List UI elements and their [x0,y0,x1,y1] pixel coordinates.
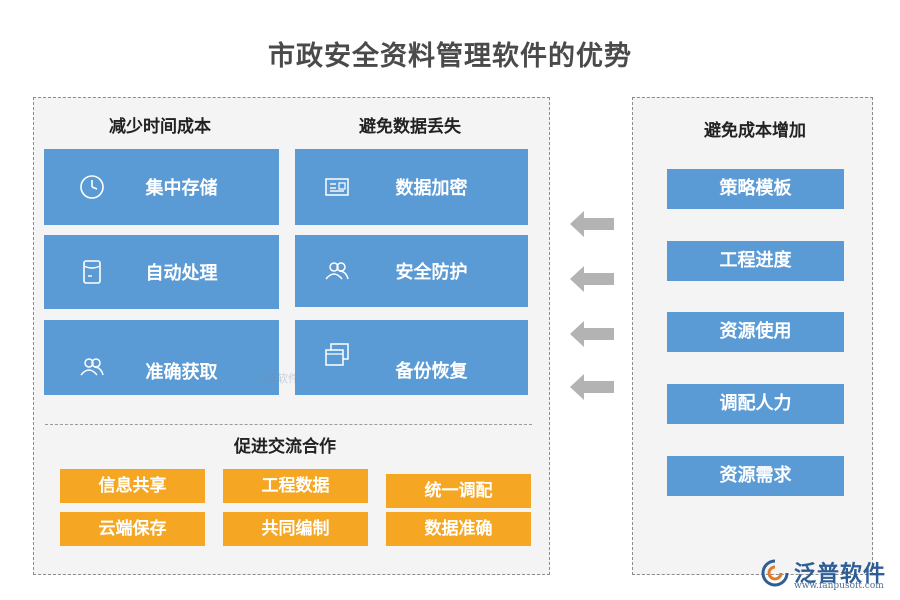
right-item-resource-demand: 资源需求 [667,456,844,496]
orange-item-unified-allocation: 统一调配 [386,474,531,508]
section-divider [45,424,532,425]
orange-item-co-authoring: 共同编制 [223,512,368,546]
users-icon [80,357,104,375]
document-icon [83,260,101,284]
card-label: 集中存储 [145,178,218,199]
card-label: 数据加密 [395,178,468,199]
brand-logo: 泛普软件 www.fanpusoft.com [758,554,888,594]
card-label: 自动处理 [145,263,218,284]
card-label: 准确获取 [145,362,218,383]
right-item-strategy-template: 策略模板 [667,169,844,209]
orange-item-data-accuracy: 数据准确 [386,512,531,546]
section-heading-reduce-time-cost: 减少时间成本 [109,117,211,137]
section-heading-avoid-data-loss: 避免数据丢失 [359,117,461,137]
card-label: 备份恢复 [395,361,468,382]
card-centralized-storage: 集中存储 [44,149,279,225]
left-arrow-icon [570,266,614,292]
card-label: 安全防护 [395,262,468,283]
card-data-encryption: 数据加密 [295,149,528,225]
card-security-protection: 安全防护 [295,235,528,307]
logo-name: 泛普软件 [794,562,887,587]
orange-item-engineering-data: 工程数据 [223,469,368,503]
windows-icon [325,343,349,366]
section-heading-avoid-cost-increase: 避免成本增加 [704,121,806,141]
right-item-project-progress: 工程进度 [667,241,844,281]
left-arrow-icon [570,321,614,347]
right-item-resource-usage: 资源使用 [667,312,844,352]
clock-icon [80,175,104,199]
page-title: 市政安全资料管理软件的优势 [268,41,632,72]
orange-item-info-sharing: 信息共享 [60,469,205,503]
logo-url: www.fanpusoft.com [794,581,884,591]
orange-item-cloud-storage: 云端保存 [60,512,205,546]
card-icon [325,178,349,196]
logo-icon [761,559,789,587]
users-icon [325,262,349,280]
section-heading-promote-communication: 促进交流合作 [234,437,336,457]
card-accurate-retrieval: 准确获取 [44,320,279,395]
left-arrow-icon [570,374,614,400]
card-backup-restore: 备份恢复 [295,320,528,395]
watermark: 泛普软件 [255,372,299,385]
right-item-manpower-allocation: 调配人力 [667,384,844,424]
card-auto-processing: 自动处理 [44,235,279,309]
left-arrow-icon [570,211,614,237]
